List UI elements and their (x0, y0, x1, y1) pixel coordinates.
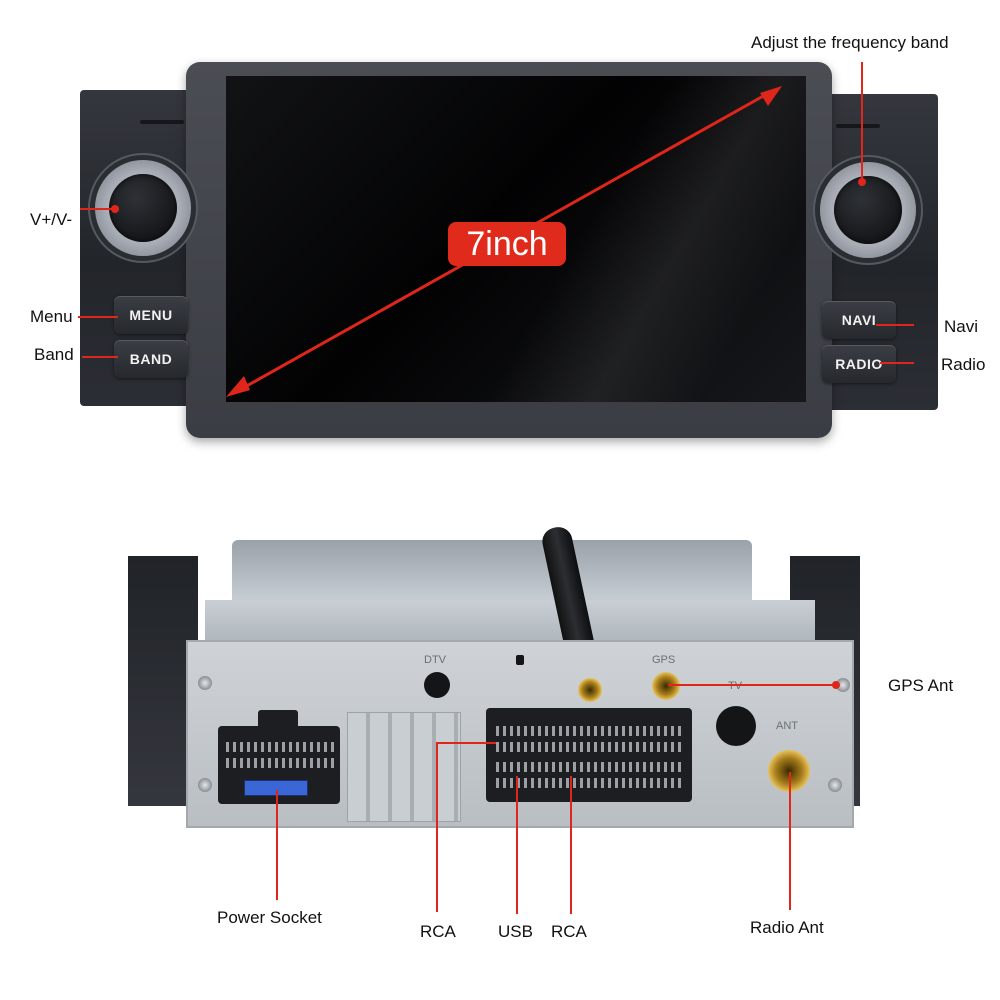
navi-button[interactable]: NAVI (822, 301, 896, 339)
rca-left-leader-v (436, 742, 438, 912)
connector-pins-row-1 (496, 726, 682, 736)
gps-leader-dot (832, 681, 840, 689)
band-label: Band (34, 345, 74, 364)
menu-button[interactable]: MENU (114, 296, 188, 334)
dtv-silkscreen: DTV (424, 654, 446, 666)
tuning-knob[interactable] (820, 162, 916, 258)
menu-leader (78, 316, 118, 318)
power-socket-leader (276, 790, 278, 900)
rca-right-label: RCA (551, 922, 587, 941)
radio-ant-leader (789, 772, 791, 910)
radio-label: Radio (941, 355, 986, 374)
dtv-port-hole (424, 672, 450, 698)
radio-button[interactable]: RADIO (822, 345, 896, 383)
frequency-label: Adjust the frequency band (751, 33, 949, 52)
power-socket-label: Power Socket (217, 908, 322, 927)
navi-label: Navi (944, 317, 979, 336)
volume-label: V+/V- (30, 210, 73, 229)
small-hole (516, 655, 524, 665)
gps-antenna-connector[interactable] (652, 672, 680, 700)
usb-leader (516, 776, 518, 914)
gps-ant-label: GPS Ant (888, 676, 954, 695)
right-slot (836, 124, 880, 128)
screw-icon (198, 676, 212, 690)
wifi-antenna-connector (578, 678, 602, 702)
tv-silkscreen: TV (728, 680, 743, 692)
volume-knob-cap[interactable] (109, 174, 177, 242)
frequency-leader-dot (858, 178, 866, 186)
screw-icon (198, 778, 212, 792)
band-button[interactable]: BAND (114, 340, 188, 378)
rca-left-leader-h (436, 742, 496, 744)
screw-icon (836, 678, 850, 692)
radio-ant-label: Radio Ant (750, 918, 824, 937)
band-leader (82, 356, 118, 358)
screen-size-badge: 7inch (448, 222, 566, 266)
power-socket-latch (258, 710, 298, 730)
connector-pins-row-3 (496, 762, 682, 772)
connector-pins-row-4 (496, 778, 682, 788)
menu-label: Menu (30, 307, 73, 326)
usb-label: USB (498, 922, 533, 941)
gps-silkscreen: GPS (652, 654, 676, 666)
connector-pins-row-2 (496, 742, 682, 752)
screw-icon (828, 778, 842, 792)
volume-leader (80, 208, 114, 210)
left-slot (140, 120, 184, 124)
ant-silkscreen: ANT (776, 720, 798, 732)
power-socket-pins (226, 758, 334, 768)
radio-leader (880, 362, 914, 364)
gps-leader (668, 684, 838, 686)
frequency-leader (861, 62, 863, 182)
tv-port-hole (716, 706, 756, 746)
rca-right-leader (570, 776, 572, 914)
rca-left-label: RCA (420, 922, 456, 941)
volume-knob[interactable] (95, 160, 191, 256)
volume-leader-dot (111, 205, 119, 213)
tuning-knob-cap[interactable] (834, 176, 902, 244)
power-socket-pins (226, 742, 334, 752)
mounting-bracket (347, 712, 461, 822)
navi-leader (876, 324, 914, 326)
